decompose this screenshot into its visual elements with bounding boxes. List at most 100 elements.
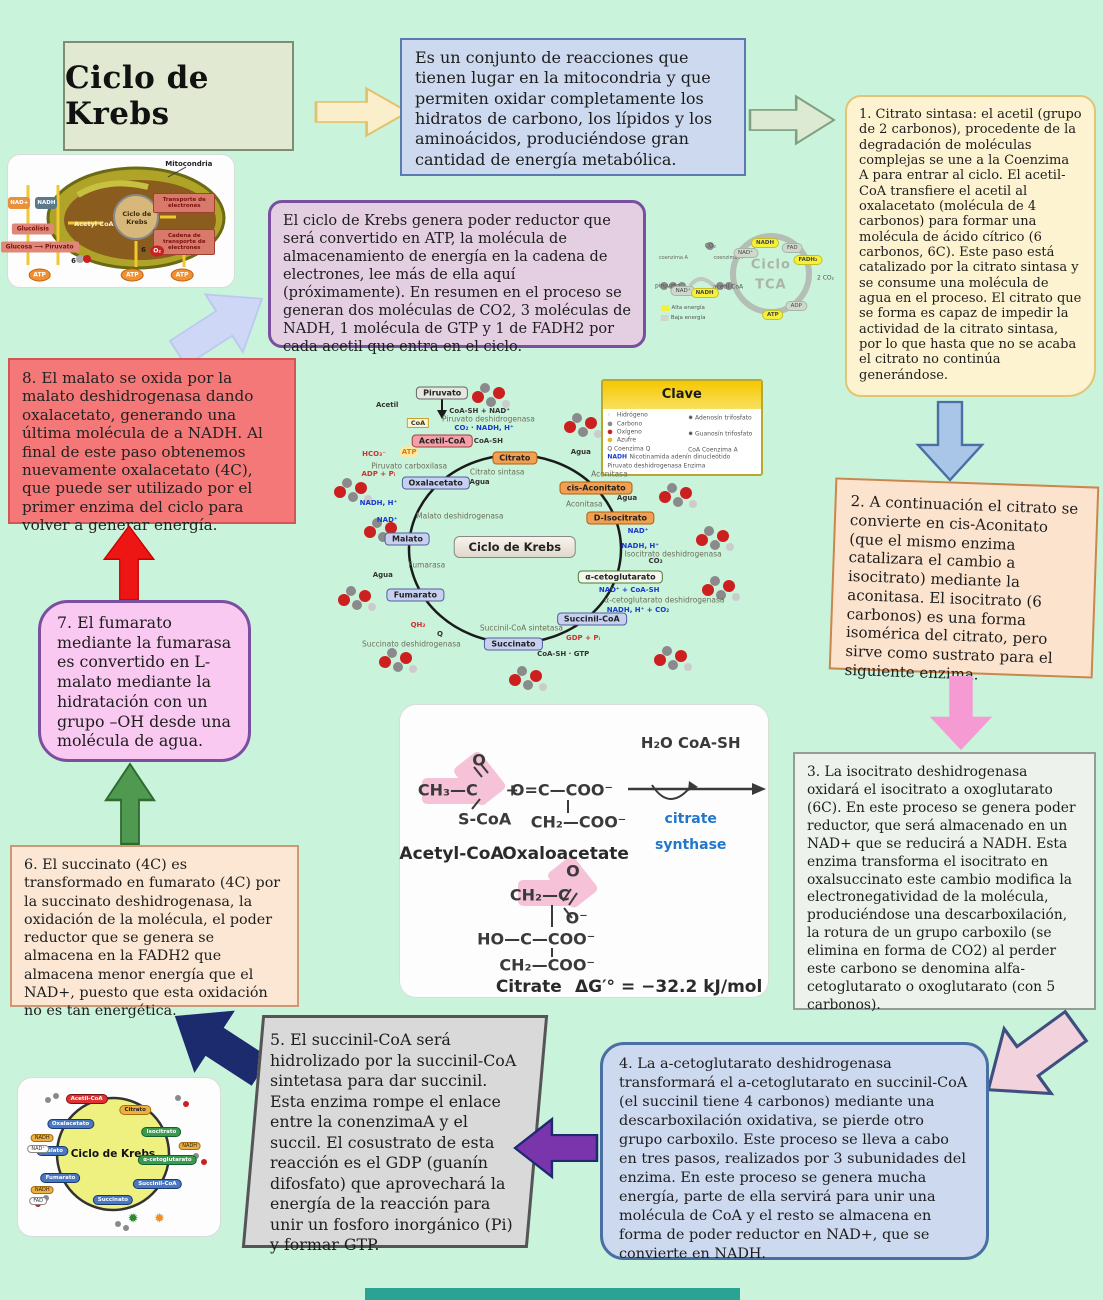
water-coa-label: H₂O CoA-SH [640, 733, 741, 752]
glycolysis-label: Glucólisis [11, 223, 54, 235]
legend-item: ✹ Guanosín trifosfato [688, 430, 753, 438]
citrate-caption: Citrate [495, 976, 562, 997]
co2-count: 6 [71, 256, 76, 265]
node-malato: Malato [385, 532, 430, 546]
cofactor-label: Agua [372, 571, 393, 580]
summary-box: El ciclo de Krebs genera poder reductor … [268, 200, 646, 355]
acetyl-coa-label: Acetyl CoA [74, 219, 114, 228]
legend-item: NADH [607, 453, 628, 461]
arrow-intro-to-step1 [748, 92, 836, 148]
citrate-synthase-label: citrate [664, 810, 717, 827]
step7-box: 7. El fumarato mediante la fumarasa es c… [38, 600, 251, 762]
formula-oxaloacetate-2: CH₂—COO⁻ [530, 812, 627, 832]
legend-item: Q Coenzima Q [607, 445, 651, 453]
node-fumarato: Fumarato [386, 588, 444, 602]
node-cetoglutarato: α-cetoglutarato [138, 1155, 197, 1166]
legend-dot: ● [607, 420, 613, 428]
node-isocitrato: D-Isocitrato [586, 511, 655, 525]
enzyme-label: Piruvato deshidrogenasa [441, 414, 535, 424]
step6-text: 6. El succinato (4C) es transformado en … [24, 857, 281, 1020]
node-oxalacetato: Oxalacetato [46, 1118, 95, 1129]
glucose-pyruvate-label: Glucosa ⟶ Piruvato [0, 241, 79, 253]
enzyme-label: Aconitasa [591, 469, 628, 479]
cofactor-label: ADP + Pᵢ [361, 469, 396, 478]
cofactor-label: GDP + Pᵢ [565, 633, 601, 642]
cofactor-label: CO₂ · NADH, H⁺ [454, 423, 514, 432]
legend-item: Carbono [616, 420, 643, 428]
nadh-oval: NADH [30, 1134, 54, 1143]
nadh-oval: NADH [178, 1141, 202, 1150]
nadh-oval: NADH [30, 1186, 54, 1195]
co2-label: CO₂ [704, 242, 717, 250]
node-citrato: Citrato [119, 1104, 151, 1115]
coa-badge: CoA [406, 417, 430, 428]
arrow-step2-to-step3 [922, 676, 1000, 750]
step3-text: 3. La isocitrato deshidrogenasa oxidará … [807, 764, 1076, 1013]
node-cis-aconitato: cis-Aconitato [559, 481, 633, 495]
enzyme-label: Fumarasa [408, 560, 446, 570]
atp-oval: ATP [762, 309, 784, 320]
legend-dot: ● [607, 436, 613, 444]
step4-text: 4. La a-cetoglutarato deshidrogenasa tra… [619, 1056, 968, 1263]
cofactor-label: QH₂ [410, 620, 426, 629]
mitochondria-label: Mitocondria [165, 160, 213, 169]
atp-badge: ATP [170, 268, 194, 282]
summary-text: El ciclo de Krebs genera poder reductor … [283, 213, 631, 355]
nadh-oval: NADH [690, 288, 719, 299]
page-title: Ciclo de Krebs [65, 60, 209, 132]
enzyme-label: Succinil-CoA sintetasa [479, 623, 563, 633]
arrow-step6-to-step7 [100, 762, 160, 846]
acetyl-coa-caption: Acetyl-CoA [399, 843, 504, 864]
atp-star: ✹ [153, 1211, 165, 1227]
enzyme-label: Citrato sintasa [469, 467, 525, 477]
legend-item: ✹ Adenosín trifosfato [688, 414, 752, 422]
node-acetil-coa: Acetil-CoA [65, 1093, 108, 1104]
step1-text: 1. Citrato sintasa: el acetil (grupo de … [859, 107, 1082, 383]
legend-item: Azufre [616, 436, 637, 444]
enzyme-label: Malato deshidrogenasa [416, 511, 504, 521]
node-acetil-coa: Acetil-CoA [411, 434, 473, 448]
title-box: Ciclo de Krebs [63, 41, 294, 151]
cofactor-label: Q [437, 630, 443, 639]
node-oxalacetato: Oxalacetato [401, 476, 470, 490]
legend-item: Oxígeno [616, 428, 642, 436]
o2-count: 6 [141, 246, 147, 255]
step8-text: 8. El malato se oxida por la malato desh… [22, 369, 263, 535]
cycle-center-label: Ciclo de Krebs [453, 536, 577, 559]
formula-citrate-1: CH₂—C [509, 885, 570, 905]
co2-label: 2 CO₂ [816, 274, 835, 282]
step5-text: 5. El succinil-CoA será hidrolizado por … [270, 1030, 517, 1255]
cofactor-label: NAD⁺ [376, 515, 398, 524]
formula-ominus: O⁻ [565, 908, 588, 928]
delta-g-label: ΔG′° = −32.2 kJ/mol [574, 976, 763, 997]
coenzyme-a-label: coenzima A [658, 255, 688, 262]
nad-oval: NAD⁺ [733, 248, 759, 259]
step1-box: 1. Citrato sintasa: el acetil (grupo de … [845, 95, 1096, 397]
node-succinil-coa: Succinil-CoA [133, 1178, 182, 1189]
o2-badge: O₂ [150, 245, 165, 257]
gtp-star: ✹ [127, 1211, 139, 1227]
step7-text: 7. El fumarato mediante la fumarasa es c… [57, 613, 232, 751]
arrow-step4-to-step5 [513, 1112, 599, 1184]
cofactor-label: NAD⁺ [627, 527, 649, 536]
cofactor-label: NAD⁺ + CoA-SH [598, 586, 660, 595]
nadh-badge: NADH [35, 196, 58, 209]
formula-o: O [566, 861, 580, 881]
fad-oval: FAD [782, 243, 803, 254]
electron-transport-label: Transporte de electrones [153, 192, 216, 213]
enzyme-label: Isocitrato deshidrogenasa [624, 549, 722, 559]
krebs-center-label: Ciclo de Krebs [70, 1147, 156, 1160]
arrow-step7-to-step8 [98, 524, 160, 601]
citrate-synthase-label: synthase [655, 837, 727, 854]
coenzyme-a-label: coenzima A [713, 255, 743, 262]
node-succinato: Succinato [92, 1194, 134, 1205]
step2-text: 2. A continuación el citrato se conviert… [844, 492, 1079, 684]
formula-scoa: S-CoA [457, 809, 512, 829]
tca-center-label: Ciclo [750, 257, 791, 272]
